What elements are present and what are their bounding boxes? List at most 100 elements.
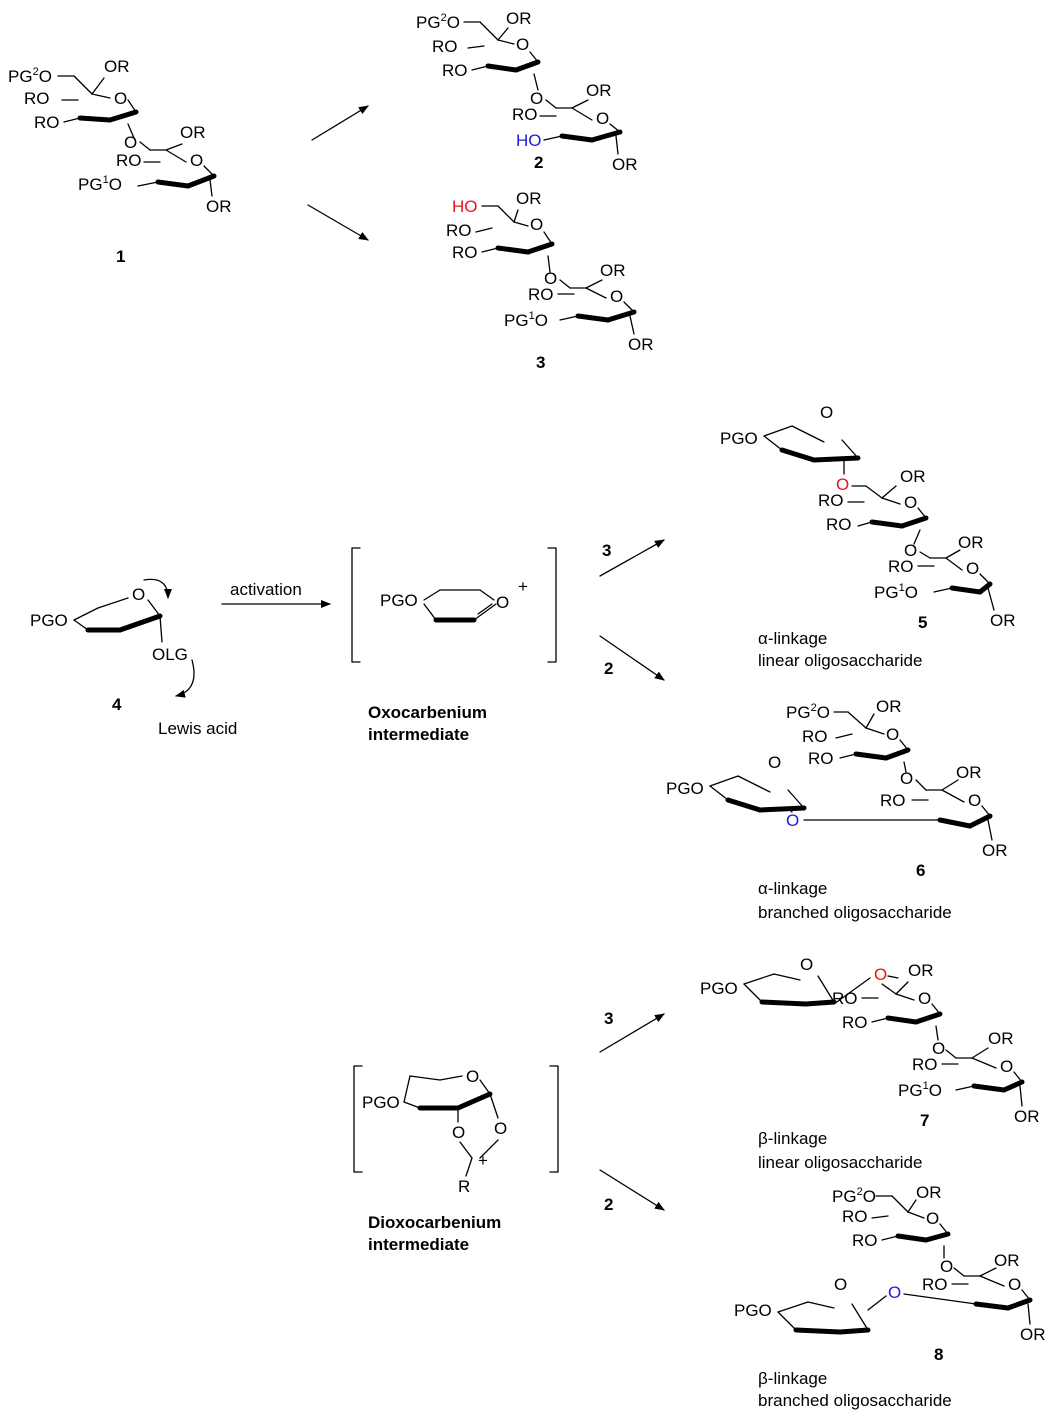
or-label: OR [876, 697, 902, 716]
plus-sign: + [478, 1151, 488, 1170]
linker-o-label: O [874, 965, 887, 984]
activation-label: activation [230, 580, 302, 599]
ring-o-label: O [800, 955, 813, 974]
compound-number: 6 [916, 861, 925, 880]
linkage-label: β-linkage [758, 1129, 827, 1148]
ring-o-label: O [596, 109, 609, 128]
linkage-label: β-linkage [758, 1369, 827, 1388]
ring-bonds [57, 75, 217, 197]
linker-o-label: O [124, 133, 137, 152]
linkage-label: α-linkage [758, 879, 827, 898]
ro-label: RO [888, 557, 914, 576]
ring-o-label: O [452, 1123, 465, 1142]
ring-bonds [463, 21, 623, 155]
oligosaccharide-type: linear oligosaccharide [758, 651, 922, 670]
or-label: OR [586, 81, 612, 100]
pgo-label: PGO [720, 429, 758, 448]
ro-label: RO [808, 749, 834, 768]
ro-label: RO [452, 243, 478, 262]
ring-o-label: O [516, 35, 529, 54]
ro-label: RO [442, 61, 468, 80]
or-label: OR [1014, 1107, 1040, 1126]
or-label: OR [982, 841, 1008, 860]
ro-label: RO [842, 1013, 868, 1032]
compound-5: PGO O O OR RO O RO O OR RO O PG1O OR 5 α… [720, 403, 1016, 670]
compound-3: HO OR RO O RO O OR RO O PG1O OR 3 [446, 189, 654, 372]
linker-o-label: O [836, 475, 849, 494]
pg1o-group: PG1O [874, 582, 918, 602]
reagent-number: 3 [602, 541, 611, 560]
ring-o-label: O [494, 1119, 507, 1138]
ring-o-label: O [1000, 1057, 1013, 1076]
ring-o-label: O [114, 89, 127, 108]
plus-sign: + [518, 577, 528, 596]
ring-bonds [847, 485, 995, 611]
dioxocarbenium-intermediate: PGO O O O + R Dioxocarbenium intermediat… [353, 1065, 559, 1254]
ring-bonds [789, 711, 993, 841]
ro-label: RO [802, 727, 828, 746]
ring-o-label: O [1008, 1275, 1021, 1294]
compound-number: 7 [920, 1111, 929, 1130]
ro-label: RO [512, 105, 538, 124]
r-label: R [458, 1177, 470, 1196]
or-label: OR [900, 467, 926, 486]
reagent-number: 3 [604, 1009, 613, 1028]
lewis-acid-label: Lewis acid [158, 719, 237, 738]
ring-bonds [73, 578, 195, 698]
ro-label: RO [842, 1207, 868, 1226]
compound-number: 8 [934, 1345, 943, 1364]
linker-o-label: O [900, 769, 913, 788]
pgo-label: PGO [380, 591, 418, 610]
ring-o-label: O [190, 151, 203, 170]
ring-o-label: O [886, 725, 899, 744]
or-label: OR [958, 533, 984, 552]
reaction-arrow [307, 204, 369, 241]
or-label: OR [908, 961, 934, 980]
ro-label: RO [912, 1055, 938, 1074]
or-label: OR [180, 123, 206, 142]
oligosaccharide-type: linear oligosaccharide [758, 1153, 922, 1172]
or-label: OR [612, 155, 638, 174]
ro-label: RO [832, 989, 858, 1008]
ro-label: RO [24, 89, 50, 108]
ro-label: RO [116, 151, 142, 170]
ring-o-label: O [904, 493, 917, 512]
ro-label: RO [826, 515, 852, 534]
or-label: OR [916, 1183, 942, 1202]
ro-label: RO [818, 491, 844, 510]
ring-bonds [867, 1195, 1033, 1325]
pg2o-group: PG2O [416, 12, 460, 32]
reagent-number: 2 [604, 659, 613, 678]
or-label: OR [206, 197, 232, 216]
oligosaccharide-type: branched oligosaccharide [758, 1391, 952, 1410]
compound-8: PG2O OR RO O RO O OR RO O OR PGO O O 8 β… [734, 1183, 1046, 1410]
reagent-number: 2 [604, 1195, 613, 1214]
ring-bonds [475, 205, 637, 335]
compound-number: 3 [536, 353, 545, 372]
ro-label: RO [880, 791, 906, 810]
ring-o-label: O [966, 559, 979, 578]
or-label: OR [600, 261, 626, 280]
compound-number: 1 [116, 247, 125, 266]
ro-label: RO [34, 113, 60, 132]
or-label: OR [956, 763, 982, 782]
ro-label: RO [922, 1275, 948, 1294]
ro-label: RO [528, 285, 554, 304]
reaction-arrow [599, 1169, 665, 1211]
reaction-arrow [311, 105, 369, 141]
ro-label: RO [446, 221, 472, 240]
or-label: OR [104, 57, 130, 76]
linker-o-label: O [786, 811, 799, 830]
oxocarbenium-subtitle: intermediate [368, 725, 469, 744]
pgo-label: PGO [734, 1301, 772, 1320]
ring-o-label: O [530, 215, 543, 234]
ho-label: HO [516, 131, 542, 150]
ring-o-label: O [918, 989, 931, 1008]
ring-o-label: O [610, 287, 623, 306]
compound-2: PG2O OR RO O RO O OR RO O HO OR 2 [416, 9, 638, 174]
ring-o-label: O [820, 403, 833, 422]
ro-label: RO [852, 1231, 878, 1250]
pgo-label: PGO [362, 1093, 400, 1112]
oxocarbenium-intermediate: PGO O + Oxocarbenium intermediate [351, 547, 557, 744]
